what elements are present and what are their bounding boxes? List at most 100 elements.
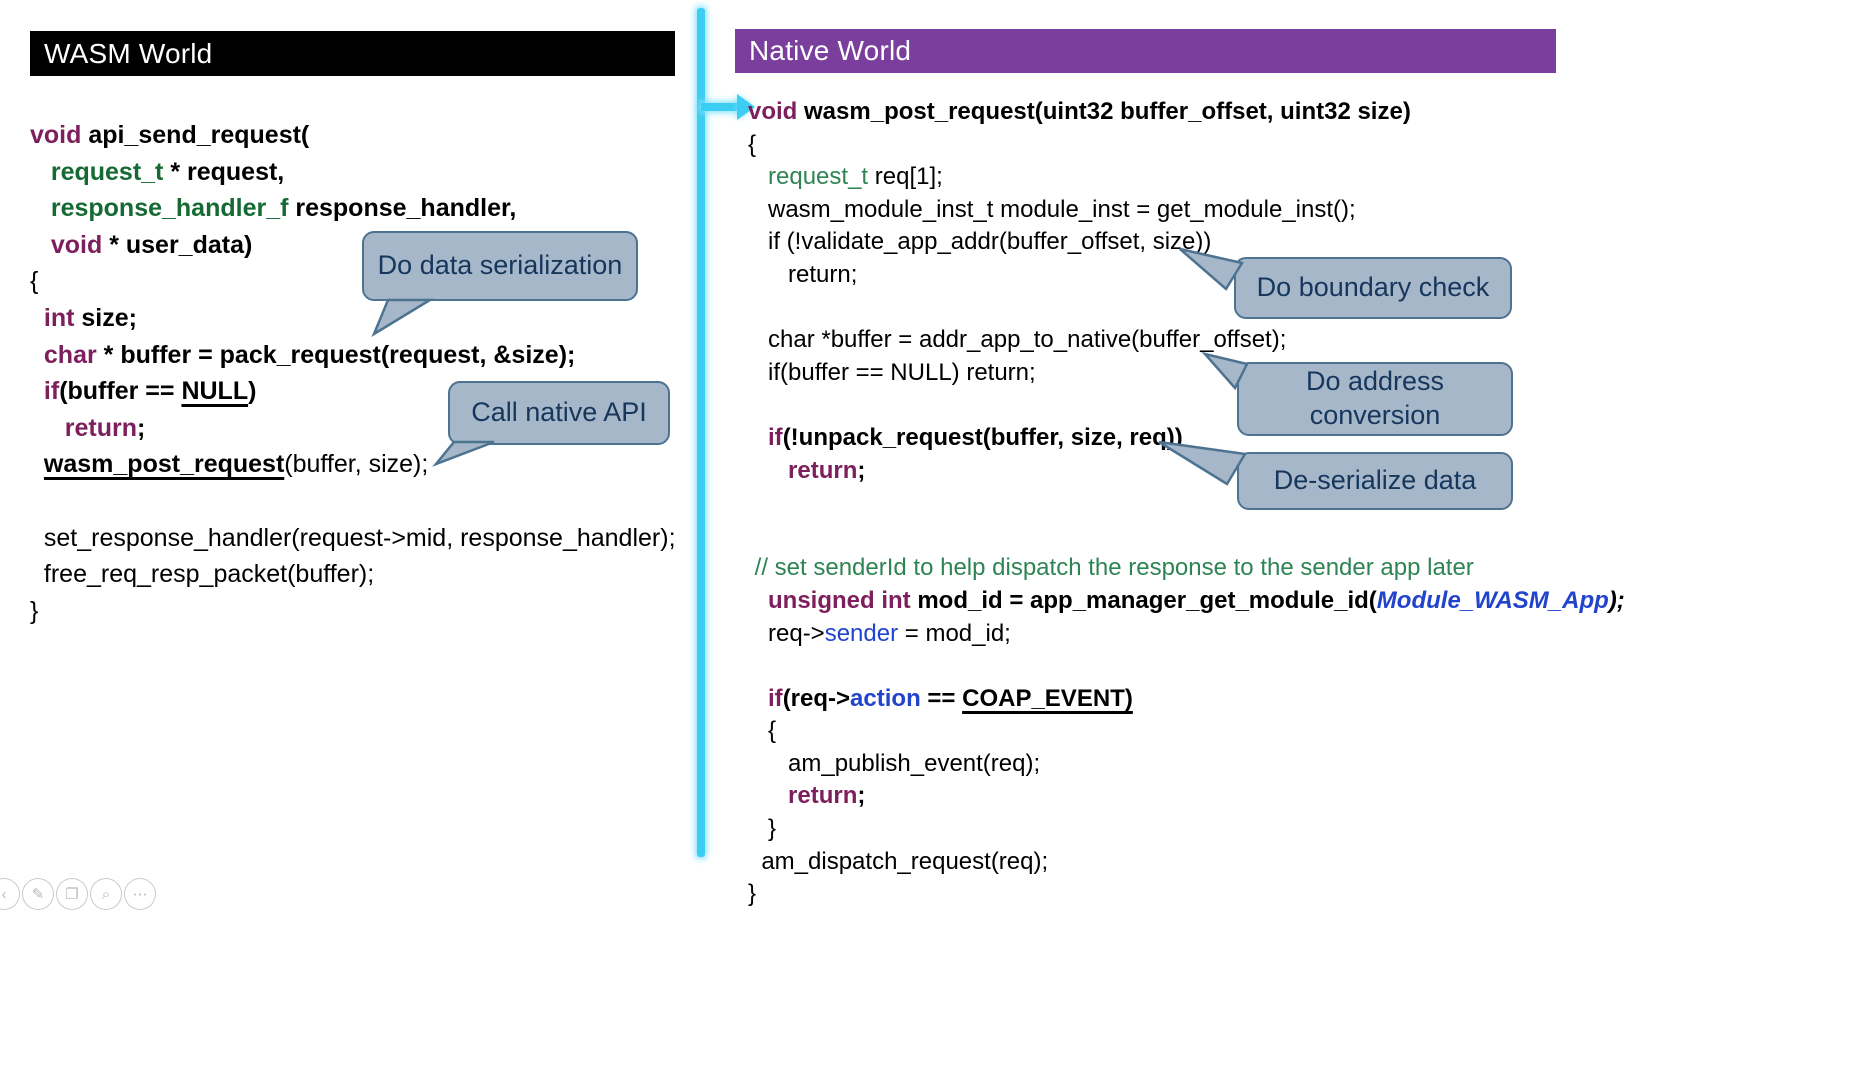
code-token: (buffer, size); [284,450,429,479]
code-token: (req-> [782,684,851,712]
native-world-header: Native World [735,29,1556,73]
code-token: unsigned int [768,586,918,614]
code-line: char * buffer = pack_request(request, &s… [30,337,676,374]
code-token: action [850,684,921,712]
code-token [30,450,44,478]
code-line: req->sender = mod_id; [748,618,1625,651]
code-token: = mod_id; [898,619,1011,647]
previous-slide-button[interactable]: ‹ [0,878,20,910]
code-token: response_handler, [295,194,517,223]
code-token: response_handler_f [50,194,296,223]
code-token: request_t [50,157,171,186]
code-token: am_dispatch_request(req); [748,847,1049,875]
code-token [748,685,768,712]
code-line: wasm_module_inst_t module_inst = get_mod… [748,194,1625,227]
code-line: return; [30,410,676,447]
world-boundary-line [697,8,705,857]
code-token: ; [857,782,866,810]
code-token: Module_WASM_App [1376,586,1609,614]
code-token: if [768,684,783,712]
code-token: * user_data) [109,230,253,259]
code-line [30,483,676,520]
code-line: am_publish_event(req); [748,748,1625,781]
code-token: api_send_request( [88,121,310,149]
code-line: am_dispatch_request(req); [748,846,1625,879]
code-token: return [64,413,137,442]
callout-tail [1179,247,1244,291]
wasm-world-header: WASM World [30,31,675,76]
code-token [748,424,768,451]
code-token: } [30,596,39,625]
code-token: req-> [748,619,825,647]
code-token [30,304,44,332]
code-token: * request, [170,157,285,186]
code-line: free_req_resp_packet(buffer); [30,556,676,593]
callout-tail [432,440,495,467]
pen-button[interactable]: ✎ [22,878,54,910]
code-token [30,341,44,369]
code-line: return; [748,780,1625,813]
callout-label: Call native API [471,397,647,428]
code-line: { [30,263,676,300]
more-options-button[interactable]: ⋯ [124,878,156,910]
code-line [748,650,1625,683]
code-token: char [43,340,104,369]
callout-tail [1158,440,1248,486]
all-slides-button[interactable]: ❐ [56,878,88,910]
code-line: request_t * request, [30,154,676,191]
callout-tail [1201,351,1249,391]
code-token: if [768,423,783,451]
code-line: response_handler_f response_handler, [30,190,676,227]
code-token: if [43,377,60,406]
wasm-world-title: WASM World [44,37,213,69]
callout-do-boundary-check: Do boundary check [1179,247,1512,319]
code-line: { [748,715,1625,748]
code-token: ) [248,377,257,406]
callout-label: De-serialize data [1273,465,1477,496]
code-token [30,231,51,259]
code-token: { [748,130,757,158]
callout-tail [371,298,435,338]
code-line: } [748,878,1625,911]
code-token: } [748,815,777,843]
call-flow-arrow-head [737,94,755,120]
native-world-title: Native World [749,35,912,66]
code-token: am_publish_event(req); [748,749,1041,777]
callout-label: Do boundary check [1256,272,1490,303]
code-token: set_response_handler(request->mid, respo… [30,523,676,552]
zoom-button[interactable]: ⌕ [90,878,122,910]
code-token: == [920,684,963,712]
code-line: void * user_data) [30,227,676,264]
code-token: req[1]; [868,163,943,191]
call-flow-arrow-shaft [701,103,739,111]
code-token: free_req_resp_packet(buffer); [30,560,375,589]
code-token: return [788,782,858,810]
code-token: if (!validate_app_addr(buffer_offset, si… [748,228,1212,256]
code-token [748,457,788,484]
code-token: size; [81,303,137,332]
code-token: wasm_post_request(uint32 buffer_offset, … [804,98,1411,125]
code-token [30,414,65,442]
code-line: void wasm_post_request(uint32 buffer_off… [748,96,1625,129]
code-line: return; [748,455,1625,488]
native-code-block: void wasm_post_request(uint32 buffer_off… [748,96,1625,911]
code-line: set_response_handler(request->mid, respo… [30,520,676,557]
code-line: if(req->action == COAP_EVENT) [748,683,1625,716]
code-line: } [748,813,1625,846]
code-line: if(buffer == NULL) [30,373,676,410]
code-token: sender [824,619,899,647]
code-token: return [788,456,858,484]
code-token [30,377,44,405]
code-token: void [50,230,110,259]
code-token: COAP_EVENT) [962,684,1133,712]
code-token: * buffer = pack_request(request, &size); [103,340,576,369]
code-line: if(buffer == NULL) return; [748,357,1625,390]
code-token: ); [1608,586,1625,614]
code-token: NULL [181,377,249,406]
callout-de-serialize-data: De-serialize data [1158,440,1513,510]
code-token: void [748,98,805,125]
code-token: // set senderId to help dispatch the res… [748,554,1474,582]
code-line: unsigned int mod_id = app_manager_get_mo… [748,585,1625,618]
code-token: ; [136,413,146,442]
